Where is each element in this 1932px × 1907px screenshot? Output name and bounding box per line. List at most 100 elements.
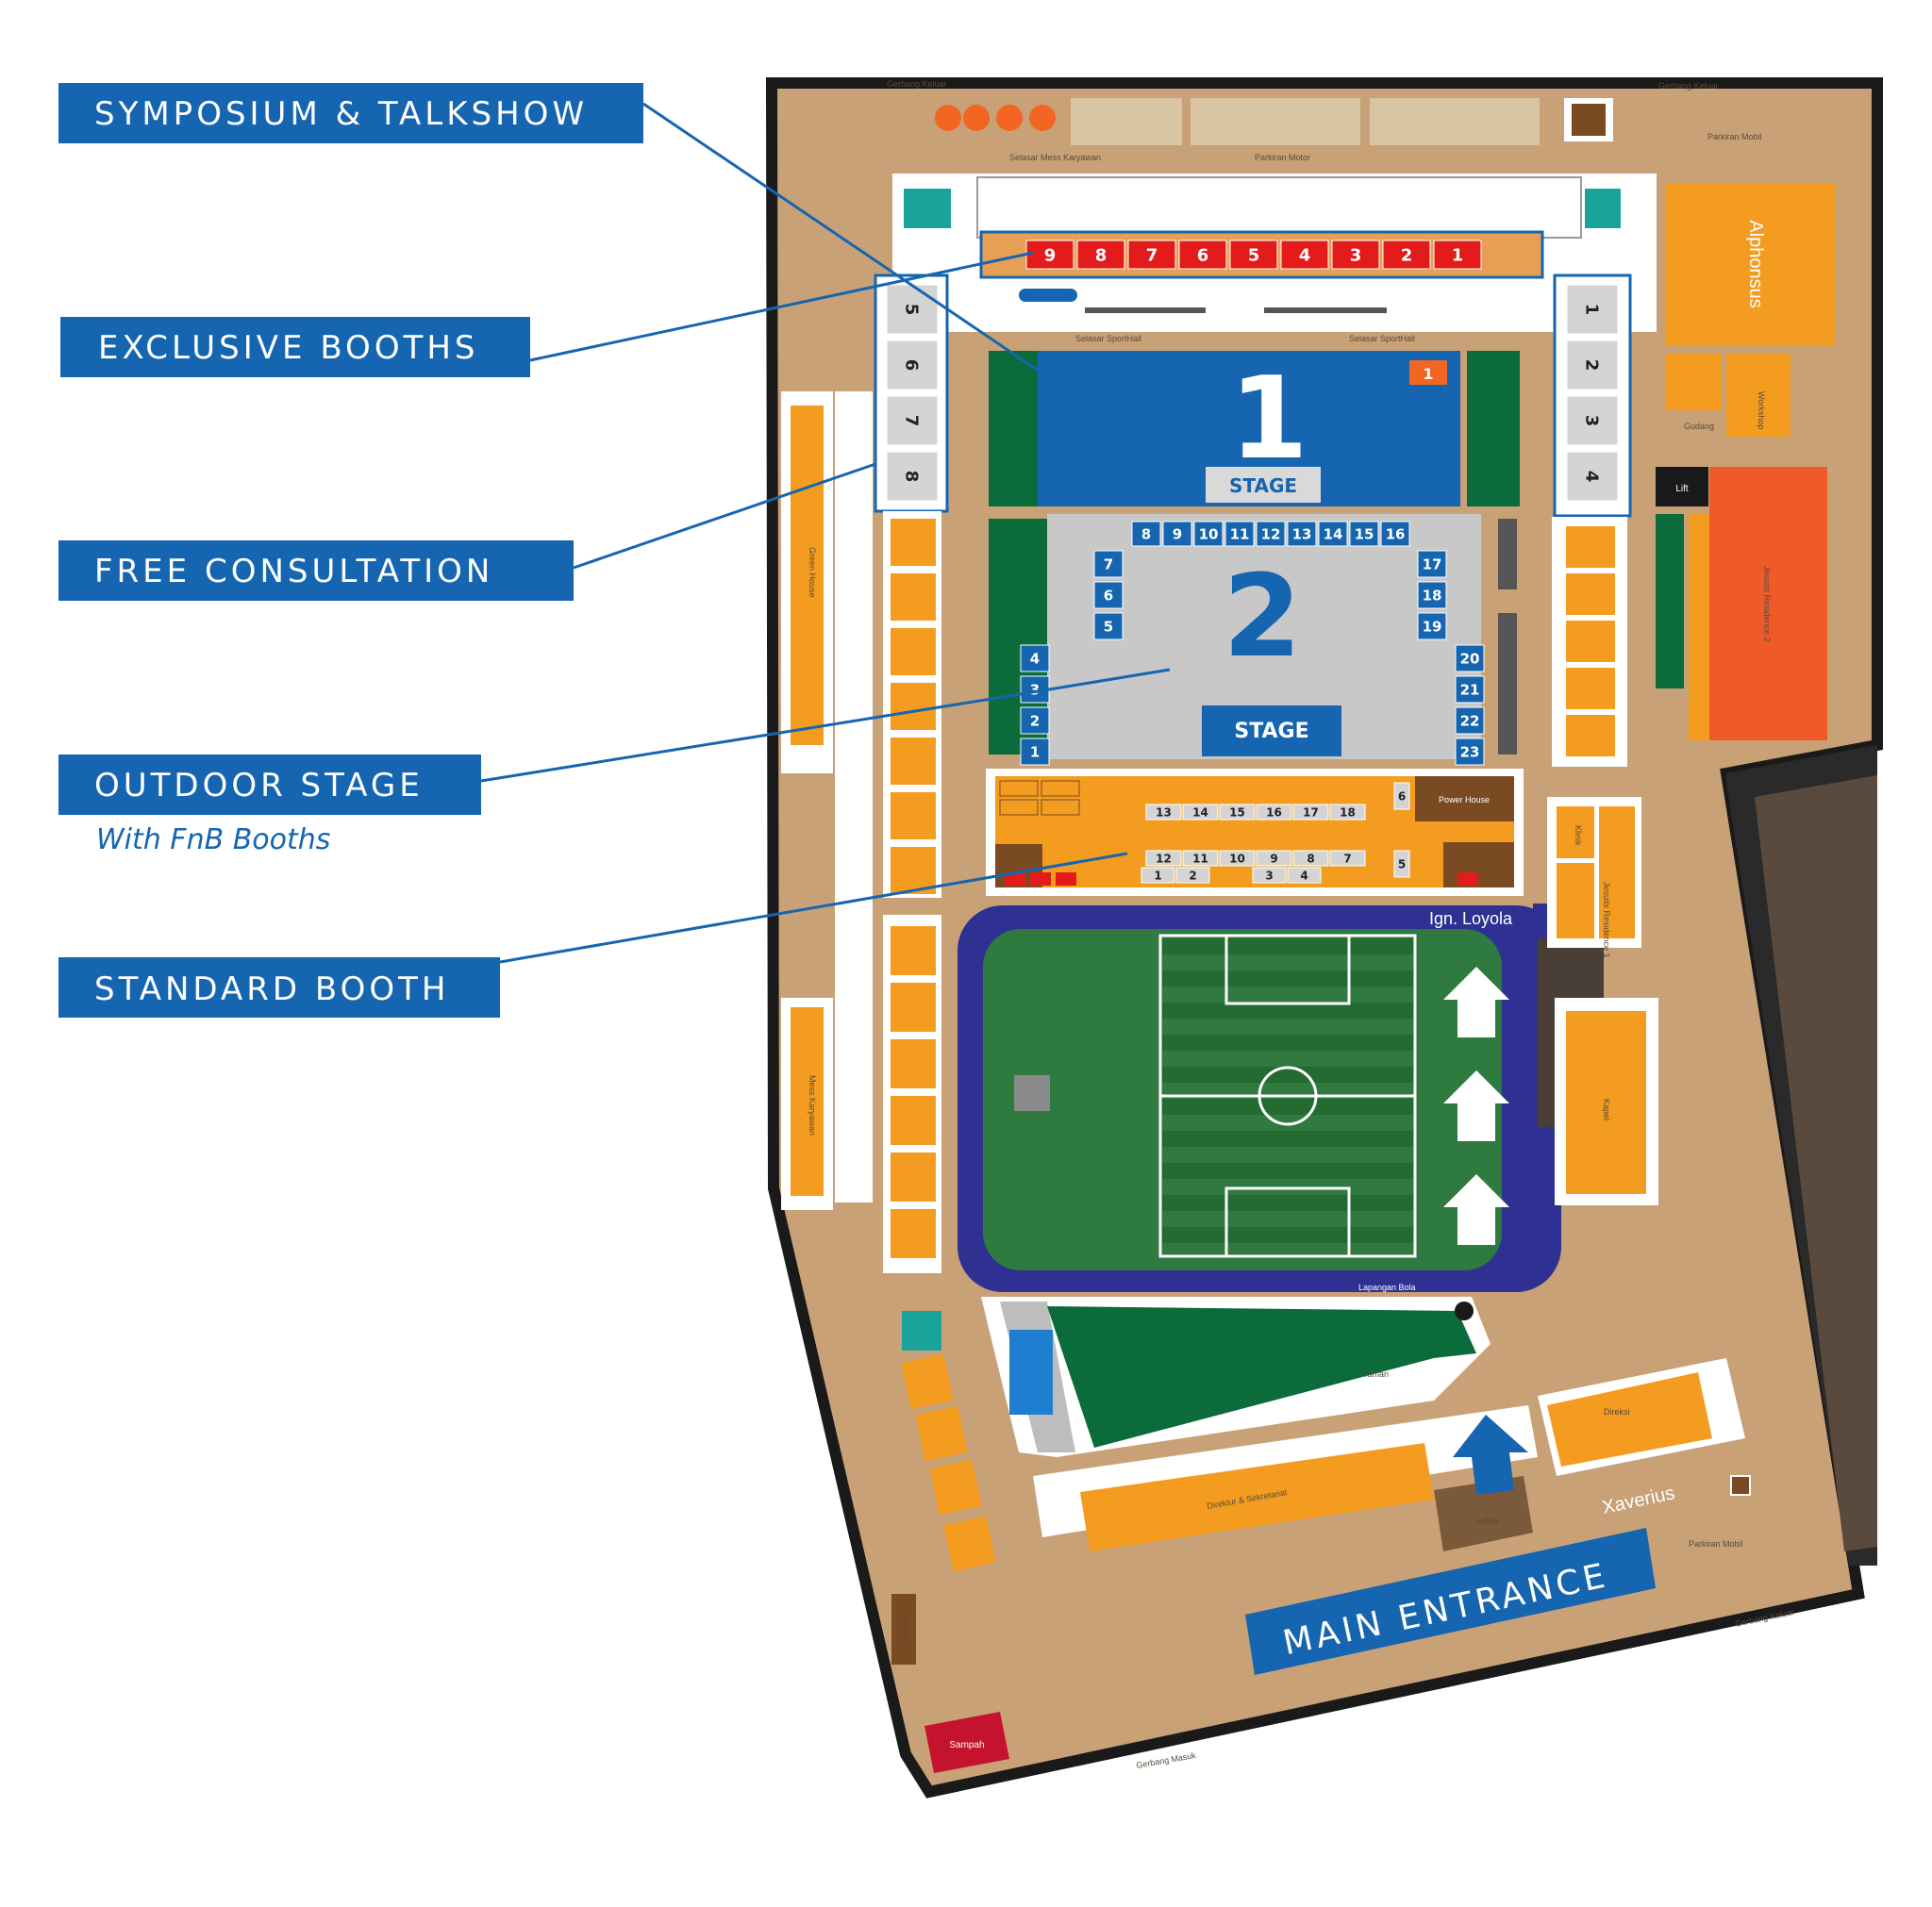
stage2-booth-16: 16 <box>1380 521 1410 547</box>
legend-box-exclusive <box>60 317 530 377</box>
stage2-booth-19-label: 19 <box>1423 618 1442 635</box>
fnb-booth-6-box <box>1393 782 1410 810</box>
left-standard-booth <box>891 628 936 675</box>
line-outdoor <box>480 691 1027 783</box>
consult-right-booth-2-box <box>1566 340 1619 390</box>
consult-right-booth-4-label: 4 <box>1582 471 1602 483</box>
fnb-booth-11: 11 <box>1182 850 1219 867</box>
stage2-booth-20-label: 20 <box>1460 650 1480 667</box>
gate-exit-top-right: Gerbang Keluar <box>1658 81 1719 91</box>
mess-karyawan-label: Mess Karyawan <box>808 1075 817 1136</box>
left-column: Green House Mess Karyawan Realino <box>781 391 941 1273</box>
field-stripe <box>1162 1099 1413 1115</box>
legend-box-symposium <box>58 83 643 143</box>
consult-left-booth-8-label: 8 <box>902 471 922 483</box>
left-standard-booths <box>891 519 936 894</box>
fnb-booth-3-label: 3 <box>1265 869 1273 882</box>
fnb-booth-16-label: 16 <box>1266 805 1282 819</box>
consult-right-booth-3: 3 <box>1566 395 1619 446</box>
stage2-booth-3-label: 3 <box>1030 681 1040 698</box>
stage2-booth-6: 6 <box>1093 581 1124 609</box>
stage2-booth-19: 19 <box>1417 612 1447 640</box>
consult-right-booth-1-box <box>1566 284 1619 335</box>
consult-right-booth-1-label: 1 <box>1582 304 1602 316</box>
exclusive-booth-5-label: 5 <box>1248 245 1260 265</box>
fnb-booth-13-box <box>1145 804 1182 821</box>
field-stripe <box>1162 1227 1413 1243</box>
stage2-booth-9: 9 <box>1162 521 1192 547</box>
right-standard-booth <box>1566 668 1615 709</box>
fnb-booth-2-label: 2 <box>1189 869 1196 882</box>
exclusive-booth-2-label: 2 <box>1401 245 1413 265</box>
exclusive-booth-6-label: 6 <box>1197 245 1209 265</box>
fnb-booth-5: 5 <box>1393 850 1410 878</box>
stage2-booth-21-label: 21 <box>1460 681 1480 698</box>
stage2-booth-12: 12 <box>1256 521 1286 547</box>
legend-box-outdoor <box>58 755 481 815</box>
fnb-booth-11-label: 11 <box>1192 852 1208 865</box>
stage2-booth-7: 7 <box>1093 550 1124 578</box>
stage2-booth-18-label: 18 <box>1423 587 1442 604</box>
fnb-booth-18-label: 18 <box>1340 805 1356 819</box>
stage2-booth-2-label: 2 <box>1030 712 1040 729</box>
stage2-booth-8: 8 <box>1131 521 1161 547</box>
exclusive-booth-8-label: 8 <box>1095 245 1108 265</box>
fnb-booth-1-label: 1 <box>1154 869 1161 882</box>
legend-box-consultation <box>58 540 574 601</box>
fnb-booth-7-box <box>1329 850 1366 867</box>
fnb-booth-15-label: 15 <box>1229 805 1245 819</box>
top-parking: Gerbang Keluar Gerbang Keluar Selasar Me… <box>887 79 1762 162</box>
fnb-booth-10-label: 10 <box>1229 852 1245 865</box>
legend-exclusive: EXCLUSIVE BOOTHS <box>98 329 479 367</box>
stage1-number: 1 <box>1229 354 1308 485</box>
taman-area: Taman <box>981 1297 1491 1457</box>
fnb-booth-14: 14 <box>1182 804 1219 821</box>
genset-label: Genset <box>901 1613 910 1641</box>
fnb-booth-6-label: 6 <box>1398 789 1406 803</box>
stage2-booth-15-label: 15 <box>1355 525 1374 542</box>
fnb-booth-5-label: 5 <box>1398 857 1406 871</box>
stage2-booth-21: 21 <box>1455 675 1485 704</box>
exclusive-booth-5: 5 <box>1229 240 1278 270</box>
fnb-booth-18: 18 <box>1329 804 1366 821</box>
stage2-booth-8-box <box>1131 521 1161 547</box>
consult-right-booth-3-box <box>1566 395 1619 446</box>
stage2-booth-6-label: 6 <box>1104 587 1113 604</box>
fnb-booth-12: 12 <box>1145 850 1182 867</box>
exclusive-booth-6: 6 <box>1178 240 1227 270</box>
klinik-label: Klinik <box>1574 825 1583 846</box>
parkiran-mobil-bottom-label: Parkiran Mobil <box>1689 1539 1743 1549</box>
fnb-booth-18-box <box>1329 804 1366 821</box>
field-stripe <box>1162 1003 1413 1019</box>
stage2-booth-4: 4 <box>1020 644 1050 672</box>
fnb-booth-8-label: 8 <box>1307 852 1314 865</box>
stage2-booth-2-box <box>1020 706 1050 735</box>
consult-left-booth-8: 8 <box>886 451 939 502</box>
field-stripe <box>1162 1067 1413 1083</box>
left-standard-booth-lower <box>891 983 936 1032</box>
field-stripe <box>1162 938 1413 954</box>
fnb-booth-4-box <box>1287 867 1322 884</box>
gate-exit-top-left: Gerbang Keluar <box>887 79 947 89</box>
fnb-booth-16-box <box>1256 804 1292 821</box>
exclusive-booth-4-box <box>1280 240 1329 270</box>
fnb-booth-9: 9 <box>1256 850 1292 867</box>
workshop-label: Workshop <box>1757 391 1766 429</box>
jesuits-residence-label: Jesuits Residence 2 <box>1762 566 1772 642</box>
stage1-booth-marker: 1 <box>1423 365 1433 383</box>
exclusive-booth-7-box <box>1127 240 1176 270</box>
exclusive-booth-4: 4 <box>1280 240 1329 270</box>
stage2-booth-1: 1 <box>1020 738 1050 766</box>
fnb-booth-5-box <box>1393 850 1410 878</box>
stage2-booth-14-label: 14 <box>1324 525 1343 542</box>
stage2-booth-13-box <box>1287 521 1317 547</box>
exclusive-booth-9-label: 9 <box>1044 245 1057 265</box>
stage2-booth-10-box <box>1193 521 1224 547</box>
stage2-booth-1-box <box>1020 738 1050 766</box>
stage2-booth-10: 10 <box>1193 521 1224 547</box>
fnb-booth-3-box <box>1252 867 1287 884</box>
